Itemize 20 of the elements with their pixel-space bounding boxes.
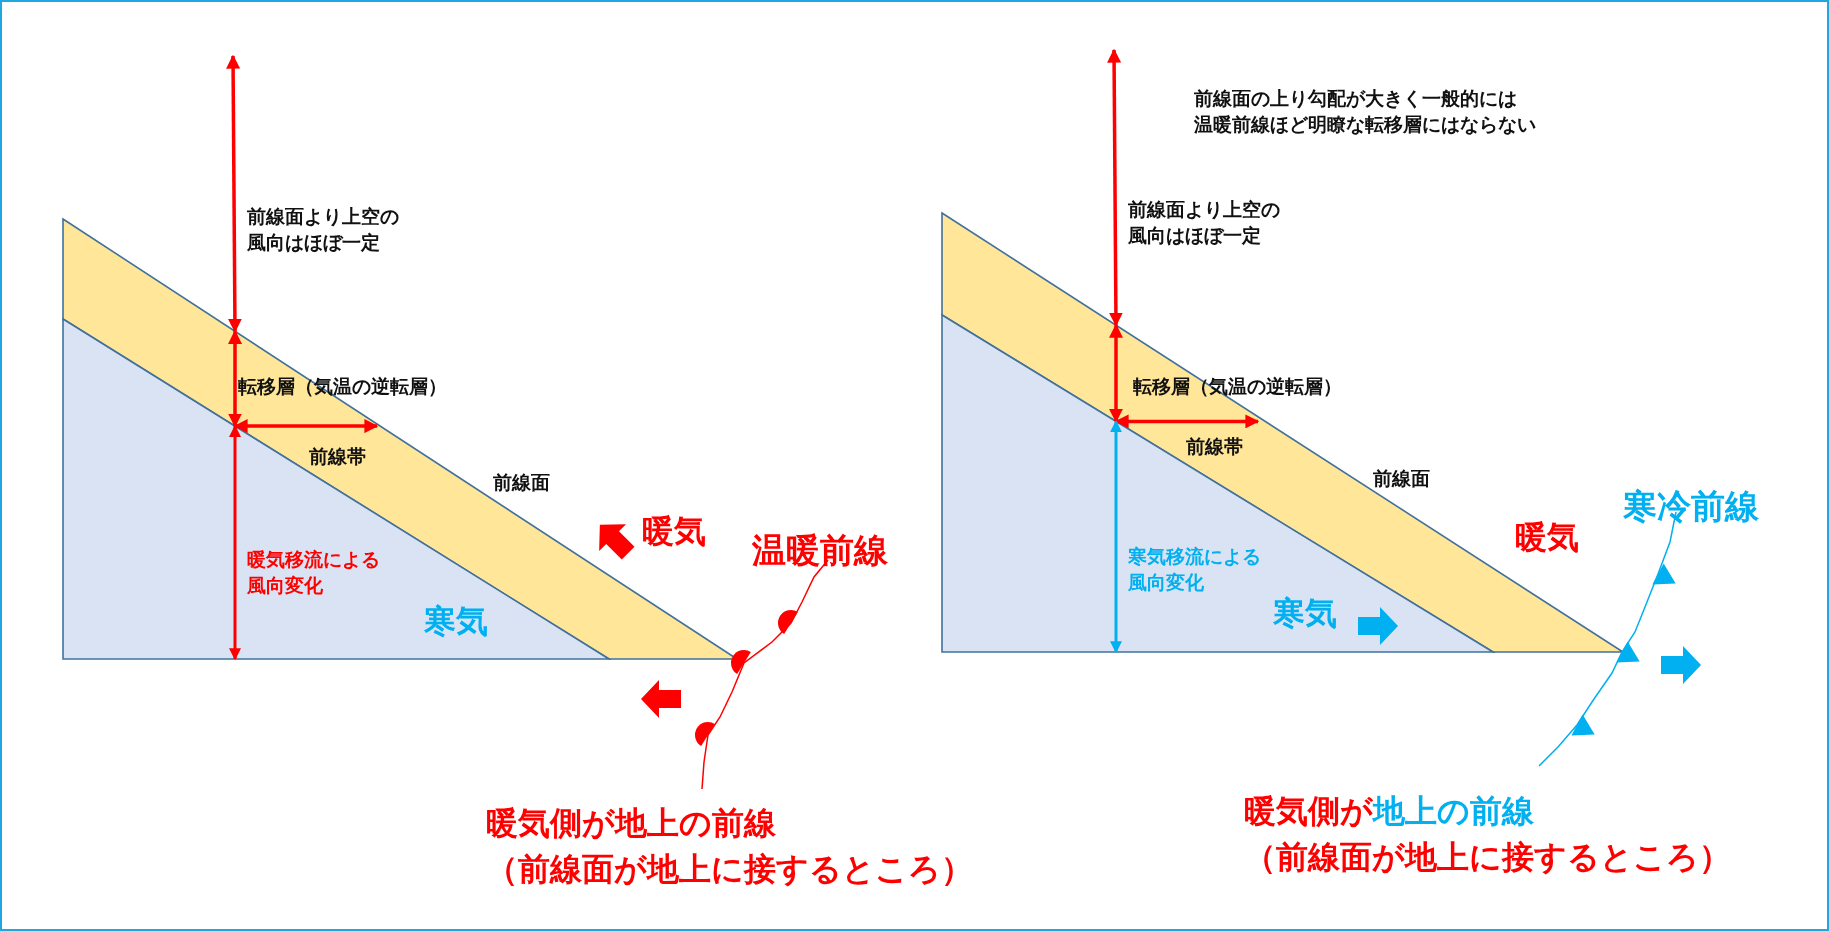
zone-label: 前線帯: [1186, 434, 1243, 459]
air-mass-label: 寒気: [1273, 593, 1337, 634]
note-text: 温暖前線ほど明瞭な転移層にはならない: [1194, 112, 1536, 137]
front-name: 温暖前線: [752, 529, 888, 572]
front-name: 寒冷前線: [1623, 485, 1759, 528]
air-mass-label: 暖気: [642, 511, 706, 552]
air-mass-label: 暖気: [1515, 517, 1579, 558]
annotation-text: 前線面より上空の風向はほぼ一定: [1128, 197, 1281, 248]
zone-label: 前線帯: [309, 444, 366, 469]
annotation-text: 寒気移流による風向変化: [1128, 544, 1262, 595]
caption-text: （前線面が地上に接するところ）: [486, 849, 973, 890]
surface-label: 前線面: [493, 470, 550, 495]
air-mass-label: 寒気: [424, 601, 488, 642]
annotation-text: 前線面より上空の風向はほぼ一定: [247, 204, 400, 255]
annotation-text: 暖気移流による風向変化: [247, 547, 381, 598]
caption-text: （前線面が地上に接するところ）: [1244, 837, 1731, 878]
surface-label: 前線面: [1373, 466, 1430, 491]
caption-text: 暖気側が地上の前線: [486, 803, 776, 844]
caption-text: 暖気側が地上の前線: [1244, 791, 1534, 832]
note-text: 前線面の上り勾配が大きく一般的には: [1194, 86, 1517, 111]
